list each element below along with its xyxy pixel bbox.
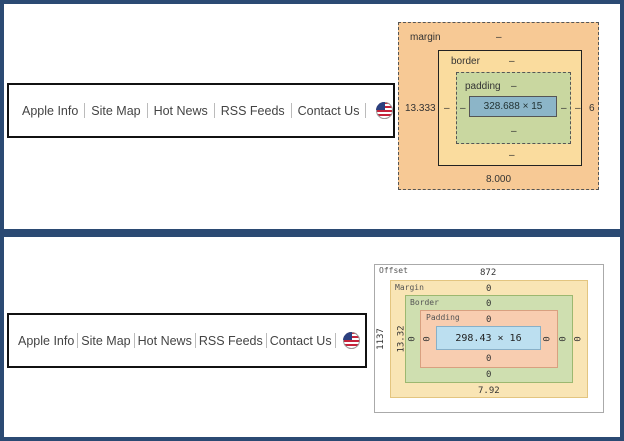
padding-right-value: – [561,103,567,114]
margin-top-value: 0 [486,284,492,294]
nav-item-contact-us[interactable]: Contact Us [269,333,332,348]
nav-item-hot-news[interactable]: Hot News [137,333,192,348]
margin-right-value: 6 [589,103,595,114]
nav-separator [194,333,196,348]
padding-bottom-value: – [511,126,517,137]
margin-top-value: – [496,32,502,43]
offset-top-value: 872 [480,268,497,278]
border-left-value: 0 [407,336,418,342]
nav-separator [365,103,367,118]
nav-bar-preview: Apple Info Site Map Hot News RSS Feeds C… [7,83,395,138]
nav-separator [146,103,148,118]
offset-label: Offset [379,266,408,275]
padding-left-value: – [460,103,466,114]
nav-separator [334,333,336,348]
margin-left-value: 13.32 [396,325,407,353]
border-label: border [451,56,480,67]
padding-right-value: 0 [542,336,553,342]
margin-left-value: 13.333 [405,103,436,114]
padding-left-value: 0 [422,336,433,342]
padding-label: Padding [426,313,460,322]
nav-separator [213,103,215,118]
nav-separator [265,333,267,348]
nav-separator [84,103,86,118]
padding-label: padding [465,81,501,92]
us-flag-icon[interactable] [376,102,393,119]
margin-bottom-value: 7.92 [478,386,500,396]
nav-item-apple-info[interactable]: Apple Info [18,333,75,348]
nav-separator [133,333,135,348]
box-model-content: 328.688 × 15 [469,96,557,117]
nav-item-site-map[interactable]: Site Map [91,103,141,118]
border-bottom-value: – [509,150,515,161]
padding-top-value: 0 [486,315,492,325]
border-label: Border [410,298,439,307]
us-flag-icon[interactable] [342,332,360,349]
border-top-value: – [509,56,515,67]
box-model-content: 298.43 × 16 [436,326,541,350]
nav-item-apple-info[interactable]: Apple Info [22,103,79,118]
border-left-value: – [444,103,450,114]
border-right-value: 0 [558,336,569,342]
padding-top-value: – [511,81,517,92]
nav-item-hot-news[interactable]: Hot News [153,103,208,118]
margin-right-value: 0 [573,336,584,342]
nav-item-rss-feeds[interactable]: RSS Feeds [198,333,263,348]
offset-left-value: 1137 [375,328,386,350]
nav-bar-preview: Apple Info Site Map Hot News RSS Feeds C… [7,313,367,368]
margin-label: margin [410,32,441,43]
margin-label: Margin [395,283,424,292]
border-bottom-value: 0 [486,370,492,380]
nav-separator [77,333,79,348]
border-top-value: 0 [486,299,492,309]
nav-item-rss-feeds[interactable]: RSS Feeds [220,103,285,118]
nav-item-contact-us[interactable]: Contact Us [297,103,360,118]
nav-separator [290,103,292,118]
padding-bottom-value: 0 [486,354,492,364]
border-right-value: – [575,103,581,114]
nav-item-site-map[interactable]: Site Map [81,333,131,348]
margin-bottom-value: 8.000 [486,174,512,185]
